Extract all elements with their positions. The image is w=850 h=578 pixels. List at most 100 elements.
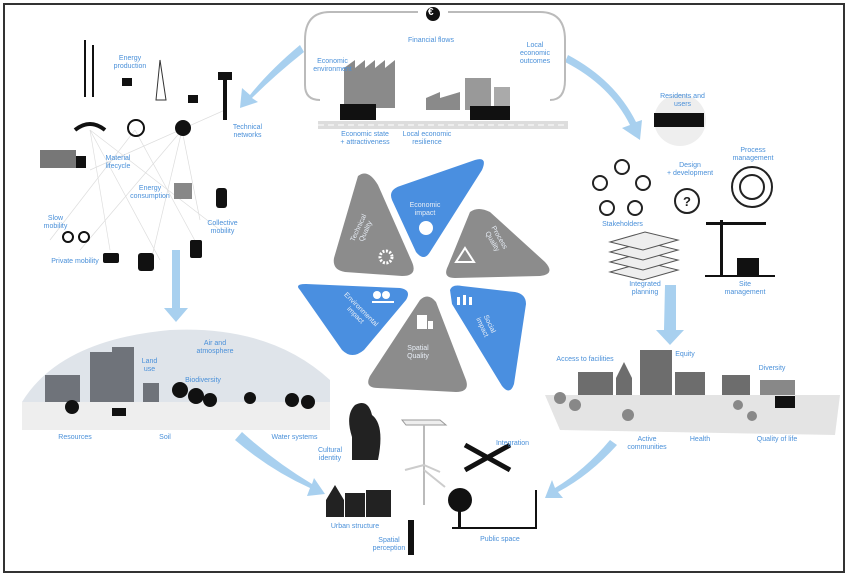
truck-icon <box>340 104 376 120</box>
label-site-management: Site management <box>724 281 766 296</box>
arrow-econ-to-tech <box>240 45 304 108</box>
label-material-lifecycle: Material lifecycle <box>105 155 131 170</box>
arrow-econ-to-process <box>565 55 642 140</box>
label-public-space: Public space <box>480 536 520 543</box>
factory-small-icon <box>174 183 192 199</box>
wind-turbine-icon <box>84 40 86 97</box>
bicycle-icon <box>62 231 74 243</box>
arrow-process-social <box>656 285 684 345</box>
arrow-tech-env <box>164 250 188 322</box>
office-building-icon <box>465 78 491 110</box>
people-icon <box>457 295 472 305</box>
label-spatial-perception: Spatial perception <box>372 537 406 552</box>
crane-icon <box>705 220 775 277</box>
truck-icon-2 <box>470 106 510 120</box>
petal-technical <box>333 173 414 276</box>
social-scene <box>545 350 840 435</box>
label-integration: Integration <box>495 440 530 447</box>
label-diversity: Diversity <box>758 365 786 372</box>
trees-icon <box>372 291 394 303</box>
spatial-scene <box>326 402 537 555</box>
truck-icon <box>40 150 76 168</box>
urban-structure-icon <box>326 485 391 517</box>
euro-symbol-icon <box>426 7 440 21</box>
person-perception-icon <box>408 520 414 555</box>
trees-icon <box>65 382 315 414</box>
label-economic-state: Economic state + attractiveness <box>340 131 390 146</box>
flow-arrows <box>164 45 684 498</box>
stakeholders-icon <box>592 159 651 216</box>
petal-spatial <box>368 296 467 392</box>
technical-scene <box>49 109 226 266</box>
question-icon <box>674 188 700 214</box>
label-biodiversity: Biodiversity <box>185 377 221 384</box>
svg-text:?: ? <box>683 194 691 209</box>
battery-icon <box>122 78 132 86</box>
label-design: Design + development <box>666 162 714 177</box>
label-energy-production: Energy production <box>113 55 147 70</box>
label-soil: Soil <box>159 434 171 441</box>
integration-icon <box>463 442 512 473</box>
train-icon <box>216 188 227 208</box>
basketball-hoop-icon <box>535 490 537 528</box>
label-stakeholders: Stakeholders <box>602 221 643 228</box>
label-cultural-identity: Cultural identity <box>317 447 343 462</box>
petal-wheel <box>298 159 550 392</box>
building-icon <box>417 315 433 329</box>
people-group-icon <box>775 396 795 408</box>
petal-label-economic: Economic impact <box>409 202 441 217</box>
label-resources: Resources <box>58 434 92 441</box>
label-land-use: Land use <box>141 358 158 373</box>
recycle-icon <box>127 119 145 137</box>
label-integrated-planning: Integrated planning <box>629 281 661 296</box>
label-process-management: Process management <box>732 147 774 162</box>
tower-icon <box>223 80 227 120</box>
process-scene: ? <box>592 94 775 281</box>
label-local-resilience: Local economic resilience <box>402 131 452 146</box>
label-collective-mobility: Collective mobility <box>207 220 238 235</box>
bus-icon <box>138 253 154 271</box>
arrow-env-spatial <box>235 432 325 496</box>
pipe-icon <box>73 122 107 132</box>
label-slow-mobility: Slow mobility <box>43 215 68 230</box>
car-icon <box>103 253 119 263</box>
label-technical-networks: Technical networks <box>232 124 263 139</box>
petal-process <box>446 209 550 278</box>
tower-block-icon <box>90 352 112 402</box>
gear-icon <box>378 249 394 265</box>
label-residents: Residents and users <box>660 93 705 108</box>
recycle-triangle-icon <box>454 246 476 263</box>
tractor-icon <box>112 408 126 416</box>
tree-icon <box>448 488 472 512</box>
label-access: Access to facilities <box>556 356 614 363</box>
petal-economic <box>391 159 484 257</box>
euro-symbol: € <box>428 7 434 18</box>
arrow-social-spatial <box>545 440 617 498</box>
label-energy-consumption: Energy consumption <box>130 185 170 200</box>
label-water-systems: Water systems <box>271 434 318 441</box>
energy-icon <box>175 120 191 136</box>
label-air: Air and atmosphere <box>196 340 234 355</box>
label-quality-of-life: Quality of life <box>756 436 798 443</box>
residents-icon <box>654 113 704 127</box>
diagram-frame <box>3 3 845 573</box>
petal-label-spatial: Spatial Quality <box>407 345 429 360</box>
process-cycle-icon <box>731 166 773 208</box>
pylon-icon <box>155 59 167 101</box>
label-urban-structure: Urban structure <box>330 523 380 530</box>
petal-social <box>450 285 526 391</box>
factory-icon <box>344 60 395 108</box>
label-private-mobility: Private mobility <box>51 258 99 265</box>
label-equity: Equity <box>675 351 695 358</box>
label-financial-flows: Financial flows <box>408 37 454 44</box>
euro-icon <box>419 221 433 235</box>
technical-icons <box>40 40 232 271</box>
label-economic-environment: Economic environment <box>313 58 352 73</box>
label-health: Health <box>689 436 711 443</box>
planning-layers-icon <box>608 231 680 281</box>
tram-icon <box>190 240 202 258</box>
cultural-identity-figure-icon <box>349 402 381 460</box>
economic-scene <box>304 7 568 129</box>
